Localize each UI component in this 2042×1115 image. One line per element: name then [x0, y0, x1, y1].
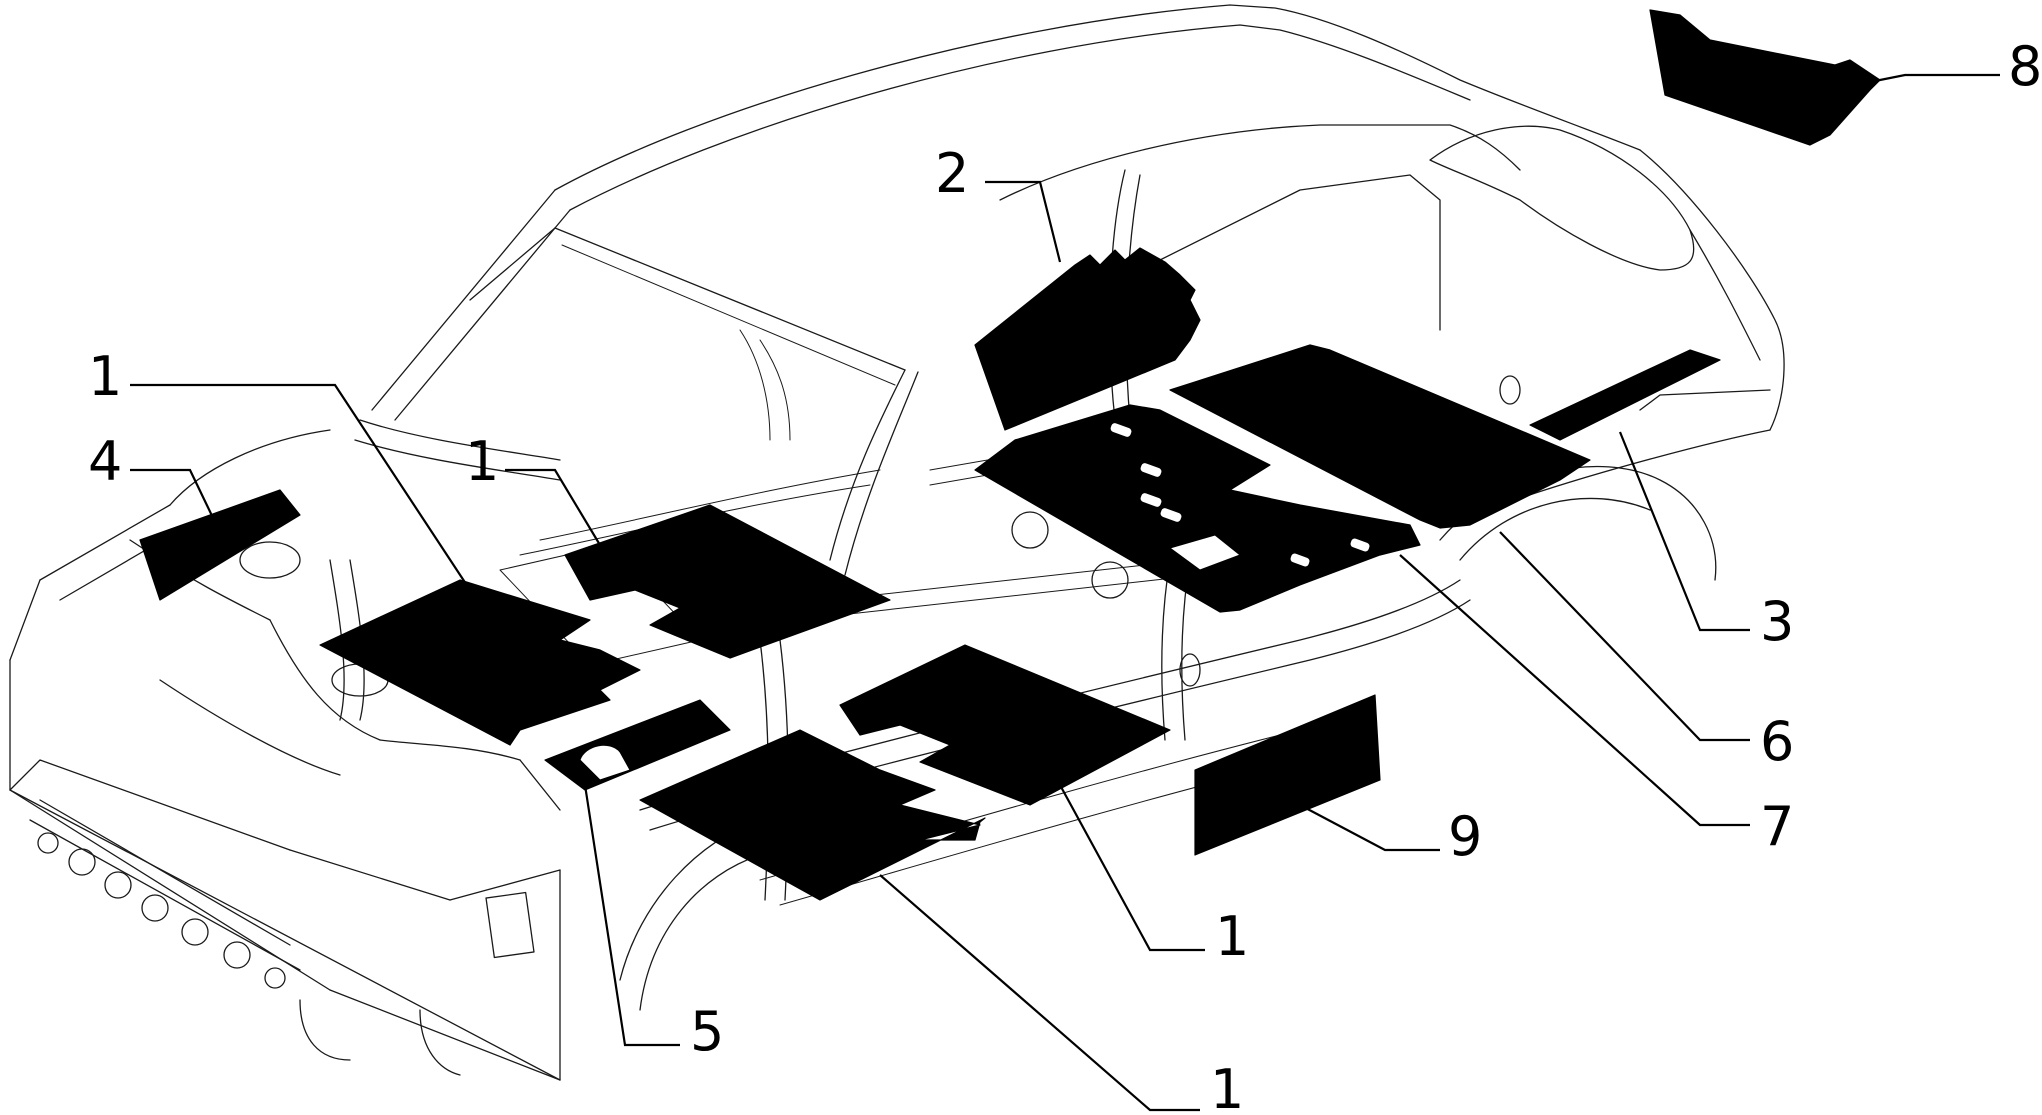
callout-3: 3: [1760, 590, 1794, 653]
car-body-outline: [9, 4, 1785, 1081]
panel-1-middle-mat: [839, 644, 1171, 806]
callout-6: 6: [1760, 710, 1794, 773]
leader-c8: [1869, 73, 2000, 84]
leader-c1b: [505, 468, 601, 546]
panel-6-large-rear-mat: [1169, 344, 1591, 529]
panel-9-side-mat: [1194, 694, 1381, 856]
callout-1d: 1: [1210, 1058, 1244, 1115]
insulation-panels: [139, 9, 1881, 901]
callout-1b: 1: [465, 430, 499, 493]
leader-c1d: [879, 874, 1200, 1112]
callout-4: 4: [88, 430, 122, 493]
leader-c4: [130, 468, 216, 523]
leader-c7: [1399, 554, 1750, 827]
callout-2: 2: [935, 142, 969, 205]
leader-c9: [1299, 804, 1440, 852]
callout-8: 8: [2008, 35, 2042, 98]
callout-7: 7: [1760, 795, 1794, 858]
leader-c5: [583, 784, 680, 1047]
panel-1-firewall-mat: [319, 579, 641, 746]
callout-1a: 1: [88, 345, 122, 408]
panel-3-strip: [1529, 349, 1721, 441]
panel-8-upper-mat: [1649, 9, 1881, 146]
leader-c6: [1499, 531, 1750, 742]
panel-2-fan-mat: [974, 247, 1201, 431]
leader-lines: [130, 73, 2000, 1112]
leader-c2: [985, 180, 1062, 263]
panel-1-lower-mat: [639, 729, 986, 901]
callout-1c: 1: [1215, 905, 1249, 968]
callout-labels: 1 4 1 2 8 3 6 7 9 1 5 1: [88, 35, 2042, 1115]
callout-9: 9: [1448, 805, 1482, 868]
leader-c1c: [1059, 784, 1205, 952]
callout-5: 5: [690, 1000, 724, 1063]
leader-c3: [1618, 431, 1750, 632]
panel-4-strip: [139, 489, 301, 601]
leader-c1a: [130, 383, 471, 591]
panel-1-center-mat: [564, 504, 891, 659]
